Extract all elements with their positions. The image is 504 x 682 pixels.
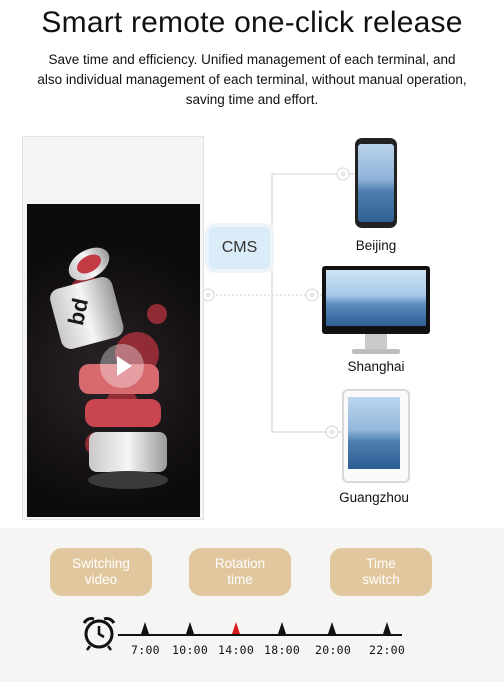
tablet-icon [342, 389, 410, 483]
subtitle-line: saving time and effort. [185, 92, 319, 107]
svg-text:bd: bd [63, 296, 93, 328]
time-label: 18:00 [264, 643, 301, 657]
page-title: Smart remote one-click release [41, 6, 463, 39]
device-label-shanghai: Shanghai [347, 359, 405, 374]
time-switch-button[interactable]: Time switch [330, 548, 432, 596]
kiosk-display: bd [22, 136, 204, 520]
monitor-icon [322, 266, 430, 334]
timeline-marker [383, 622, 391, 634]
timeline-marker-active [232, 622, 240, 634]
timeline-marker [328, 622, 336, 634]
timeline-axis [118, 634, 402, 636]
timeline-marker [141, 622, 149, 634]
time-label: 7:00 [131, 643, 160, 657]
time-label: 10:00 [172, 643, 209, 657]
play-button[interactable] [100, 344, 144, 388]
time-label: 22:00 [369, 643, 406, 657]
phone-icon [355, 138, 397, 228]
alarm-clock-icon [82, 617, 116, 651]
timeline-marker [278, 622, 286, 634]
device-label-guangzhou: Guangzhou [339, 490, 409, 505]
timeline-marker [186, 622, 194, 634]
page-subtitle: Save time and efficiency. Unified manage… [18, 50, 486, 110]
time-label: 20:00 [315, 643, 352, 657]
rotation-time-button[interactable]: Rotation time [189, 548, 291, 596]
monitor-base [352, 349, 400, 354]
device-label-beijing: Beijing [355, 238, 397, 253]
subtitle-line: Save time and efficiency. Unified manage… [48, 52, 456, 67]
switching-video-button[interactable]: Switching video [50, 548, 152, 596]
subtitle-line: also individual management of each termi… [37, 72, 467, 87]
time-label: 14:00 [218, 643, 255, 657]
video-preview[interactable]: bd [27, 204, 200, 517]
monitor-stand [365, 334, 387, 350]
cms-hub: CMS [209, 227, 270, 269]
